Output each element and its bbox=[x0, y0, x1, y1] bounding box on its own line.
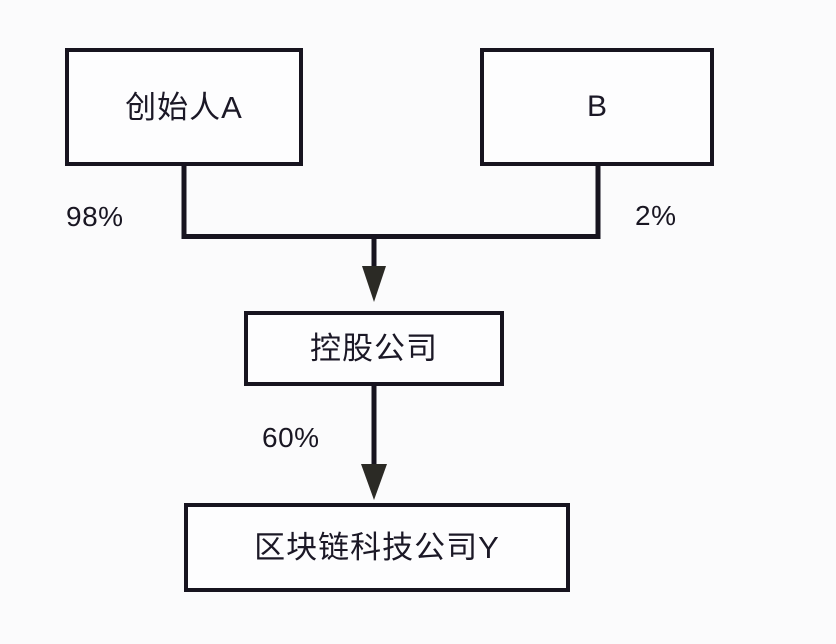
node-founder-a[interactable]: 创始人A bbox=[65, 48, 303, 166]
node-target-company[interactable]: 区块链科技公司Y bbox=[184, 503, 570, 592]
node-holding-company-label: 控股公司 bbox=[310, 331, 438, 366]
node-holding-company[interactable]: 控股公司 bbox=[244, 311, 504, 386]
edge-label-holding-stake: 60% bbox=[262, 422, 320, 453]
arrowhead-to-target bbox=[361, 464, 387, 500]
node-founder-a-label: 创始人A bbox=[125, 89, 243, 125]
node-b-label: B bbox=[586, 90, 607, 123]
arrowhead-to-holding bbox=[362, 266, 386, 302]
edge-label-b-stake: 2% bbox=[635, 200, 677, 231]
node-b[interactable]: B bbox=[480, 48, 714, 166]
edge-label-founder-a-stake: 98% bbox=[66, 201, 124, 232]
node-target-company-label: 区块链科技公司Y bbox=[254, 530, 500, 565]
